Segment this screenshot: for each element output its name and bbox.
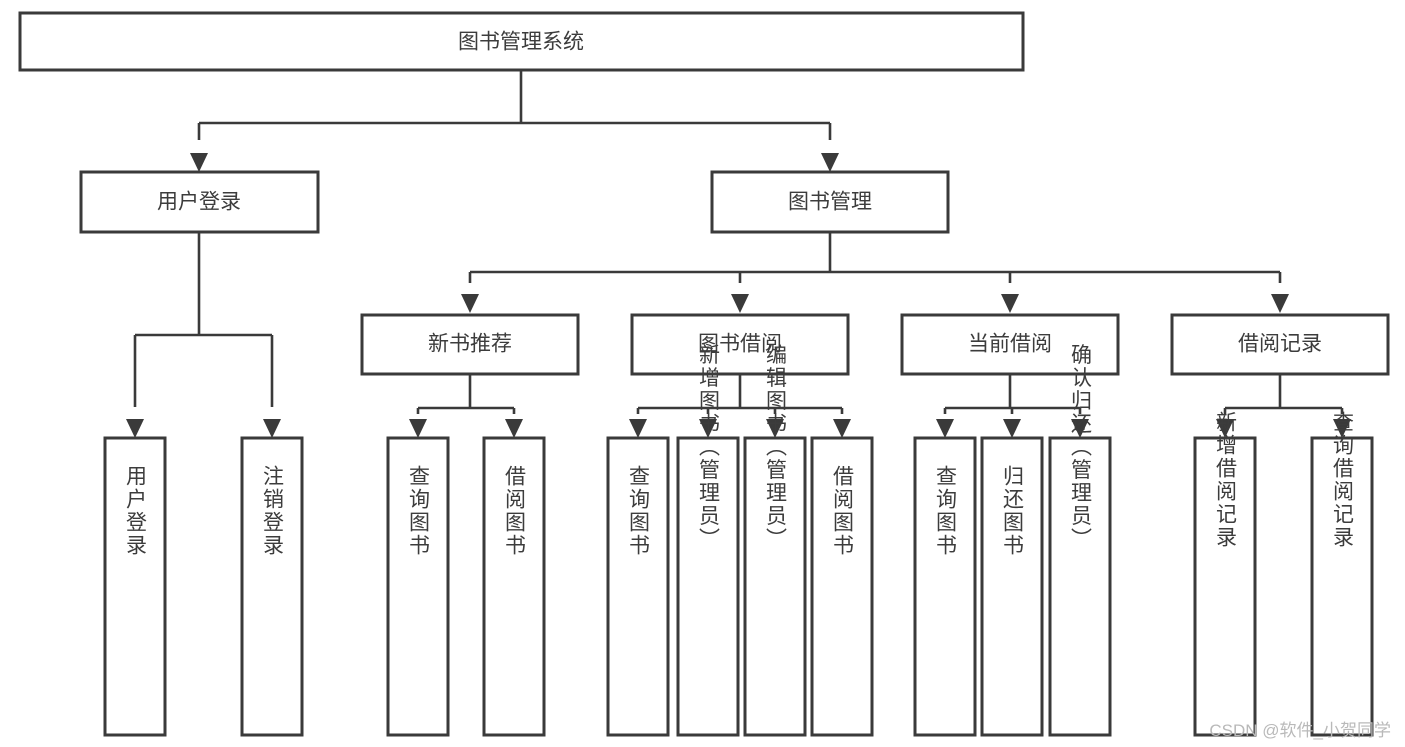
- arrow-to-borrow-record: [1271, 294, 1289, 313]
- node-book-management[interactable]: 图书管理: [710, 170, 950, 234]
- node-root-system-label: 图书管理系统: [458, 31, 584, 54]
- node-current-borrow[interactable]: 当前借阅: [900, 313, 1120, 376]
- leaf-user-login-box[interactable]: [103, 436, 167, 737]
- leaf-borrow-edit-book[interactable]: 编辑图书（管理员）: [743, 344, 807, 737]
- node-user-login[interactable]: 用户登录: [79, 170, 320, 234]
- leaf-current-query-book-label: 查询图书: [934, 465, 958, 557]
- leaf-recommend-borrow-book-label: 借阅图书: [503, 465, 527, 557]
- leaf-current-confirm-return[interactable]: 确认归还（管理员）: [1048, 344, 1112, 737]
- leaf-record-add-record-box[interactable]: [1193, 436, 1257, 737]
- arrow-borrow-leaf-1: [629, 419, 647, 438]
- arrow-to-book-mgmt: [821, 153, 839, 172]
- leaf-recommend-borrow-book-box[interactable]: [482, 436, 546, 737]
- leaf-record-query-record-box[interactable]: [1310, 436, 1374, 737]
- leaf-user-login-label: 用户登录: [124, 465, 148, 557]
- leaf-borrow-add-book-label: 新增图书（管理员）: [697, 344, 721, 551]
- leaf-borrow-query-book-box[interactable]: [606, 436, 670, 737]
- leaf-recommend-borrow-book[interactable]: 借阅图书: [482, 436, 546, 737]
- leaf-borrow-query-book-label: 查询图书: [627, 465, 651, 557]
- leaf-user-login[interactable]: 用户登录: [103, 436, 167, 737]
- leaf-logout-box[interactable]: [240, 436, 304, 737]
- node-book-borrow[interactable]: 图书借阅: [630, 313, 850, 376]
- leaf-borrow-query-book[interactable]: 查询图书: [606, 436, 670, 737]
- node-borrow-record-box[interactable]: [1170, 313, 1390, 376]
- leaf-current-confirm-return-box[interactable]: [1048, 436, 1112, 737]
- arrow-to-user-login: [190, 153, 208, 172]
- arrow-to-current-borrow: [1001, 294, 1019, 313]
- connector-layer: [126, 70, 1351, 438]
- arrow-to-book-borrow: [731, 294, 749, 313]
- leaf-borrow-edit-book-label: 编辑图书（管理员）: [764, 344, 788, 551]
- arrow-borrow-leaf-4: [833, 419, 851, 438]
- arrow-to-new-book-recommend: [461, 294, 479, 313]
- leaf-current-return-book-box[interactable]: [980, 436, 1044, 737]
- node-borrow-record-label: 借阅记录: [1238, 333, 1322, 356]
- leaf-borrow-borrow-book-box[interactable]: [810, 436, 874, 737]
- arrow-recommend-leaf-2: [505, 419, 523, 438]
- arrow-current-leaf-1: [936, 419, 954, 438]
- node-user-login-box[interactable]: [79, 170, 320, 234]
- arrow-to-leaf-logout: [263, 419, 281, 438]
- leaf-current-return-book-label: 归还图书: [1001, 465, 1025, 557]
- leaf-logout[interactable]: 注销登录: [240, 436, 304, 737]
- node-current-borrow-label: 当前借阅: [968, 333, 1052, 356]
- leaf-record-add-record-label: 新增借阅记录: [1214, 411, 1238, 549]
- node-new-book-recommend[interactable]: 新书推荐: [360, 313, 580, 376]
- node-book-borrow-box[interactable]: [630, 313, 850, 376]
- leaf-record-add-record[interactable]: 新增借阅记录: [1193, 411, 1257, 737]
- leaf-record-query-record[interactable]: 查询借阅记录: [1310, 411, 1374, 737]
- node-borrow-record[interactable]: 借阅记录: [1170, 313, 1390, 376]
- arrow-current-leaf-2: [1003, 419, 1021, 438]
- node-current-borrow-box[interactable]: [900, 313, 1120, 376]
- leaf-recommend-query-book-box[interactable]: [386, 436, 450, 737]
- leaf-recommend-query-book[interactable]: 查询图书: [386, 436, 450, 737]
- arrow-to-leaf-user-login: [126, 419, 144, 438]
- node-new-book-recommend-box[interactable]: [360, 313, 580, 376]
- node-new-book-recommend-label: 新书推荐: [428, 333, 512, 356]
- node-book-management-label: 图书管理: [788, 191, 872, 214]
- leaf-current-confirm-return-label: 确认归还（管理员）: [1069, 344, 1093, 551]
- node-user-login-label: 用户登录: [157, 191, 241, 214]
- leaf-recommend-query-book-label: 查询图书: [407, 465, 431, 557]
- leaf-borrow-borrow-book-label: 借阅图书: [831, 465, 855, 557]
- leaf-borrow-add-book[interactable]: 新增图书（管理员）: [676, 344, 740, 737]
- leaf-record-query-record-label: 查询借阅记录: [1331, 411, 1355, 549]
- node-root-system[interactable]: 图书管理系统: [18, 11, 1025, 72]
- leaf-current-return-book[interactable]: 归还图书: [980, 436, 1044, 737]
- leaf-borrow-edit-book-box[interactable]: [743, 436, 807, 737]
- arrow-recommend-leaf-1: [409, 419, 427, 438]
- leaf-borrow-add-book-box[interactable]: [676, 436, 740, 737]
- leaf-borrow-borrow-book[interactable]: 借阅图书: [810, 436, 874, 737]
- leaf-current-query-book[interactable]: 查询图书: [913, 436, 977, 737]
- node-book-management-box[interactable]: [710, 170, 950, 234]
- leaf-current-query-book-box[interactable]: [913, 436, 977, 737]
- leaf-logout-label: 注销登录: [261, 465, 285, 557]
- node-book-borrow-label: 图书借阅: [698, 333, 782, 356]
- node-root-system-box[interactable]: [18, 11, 1025, 72]
